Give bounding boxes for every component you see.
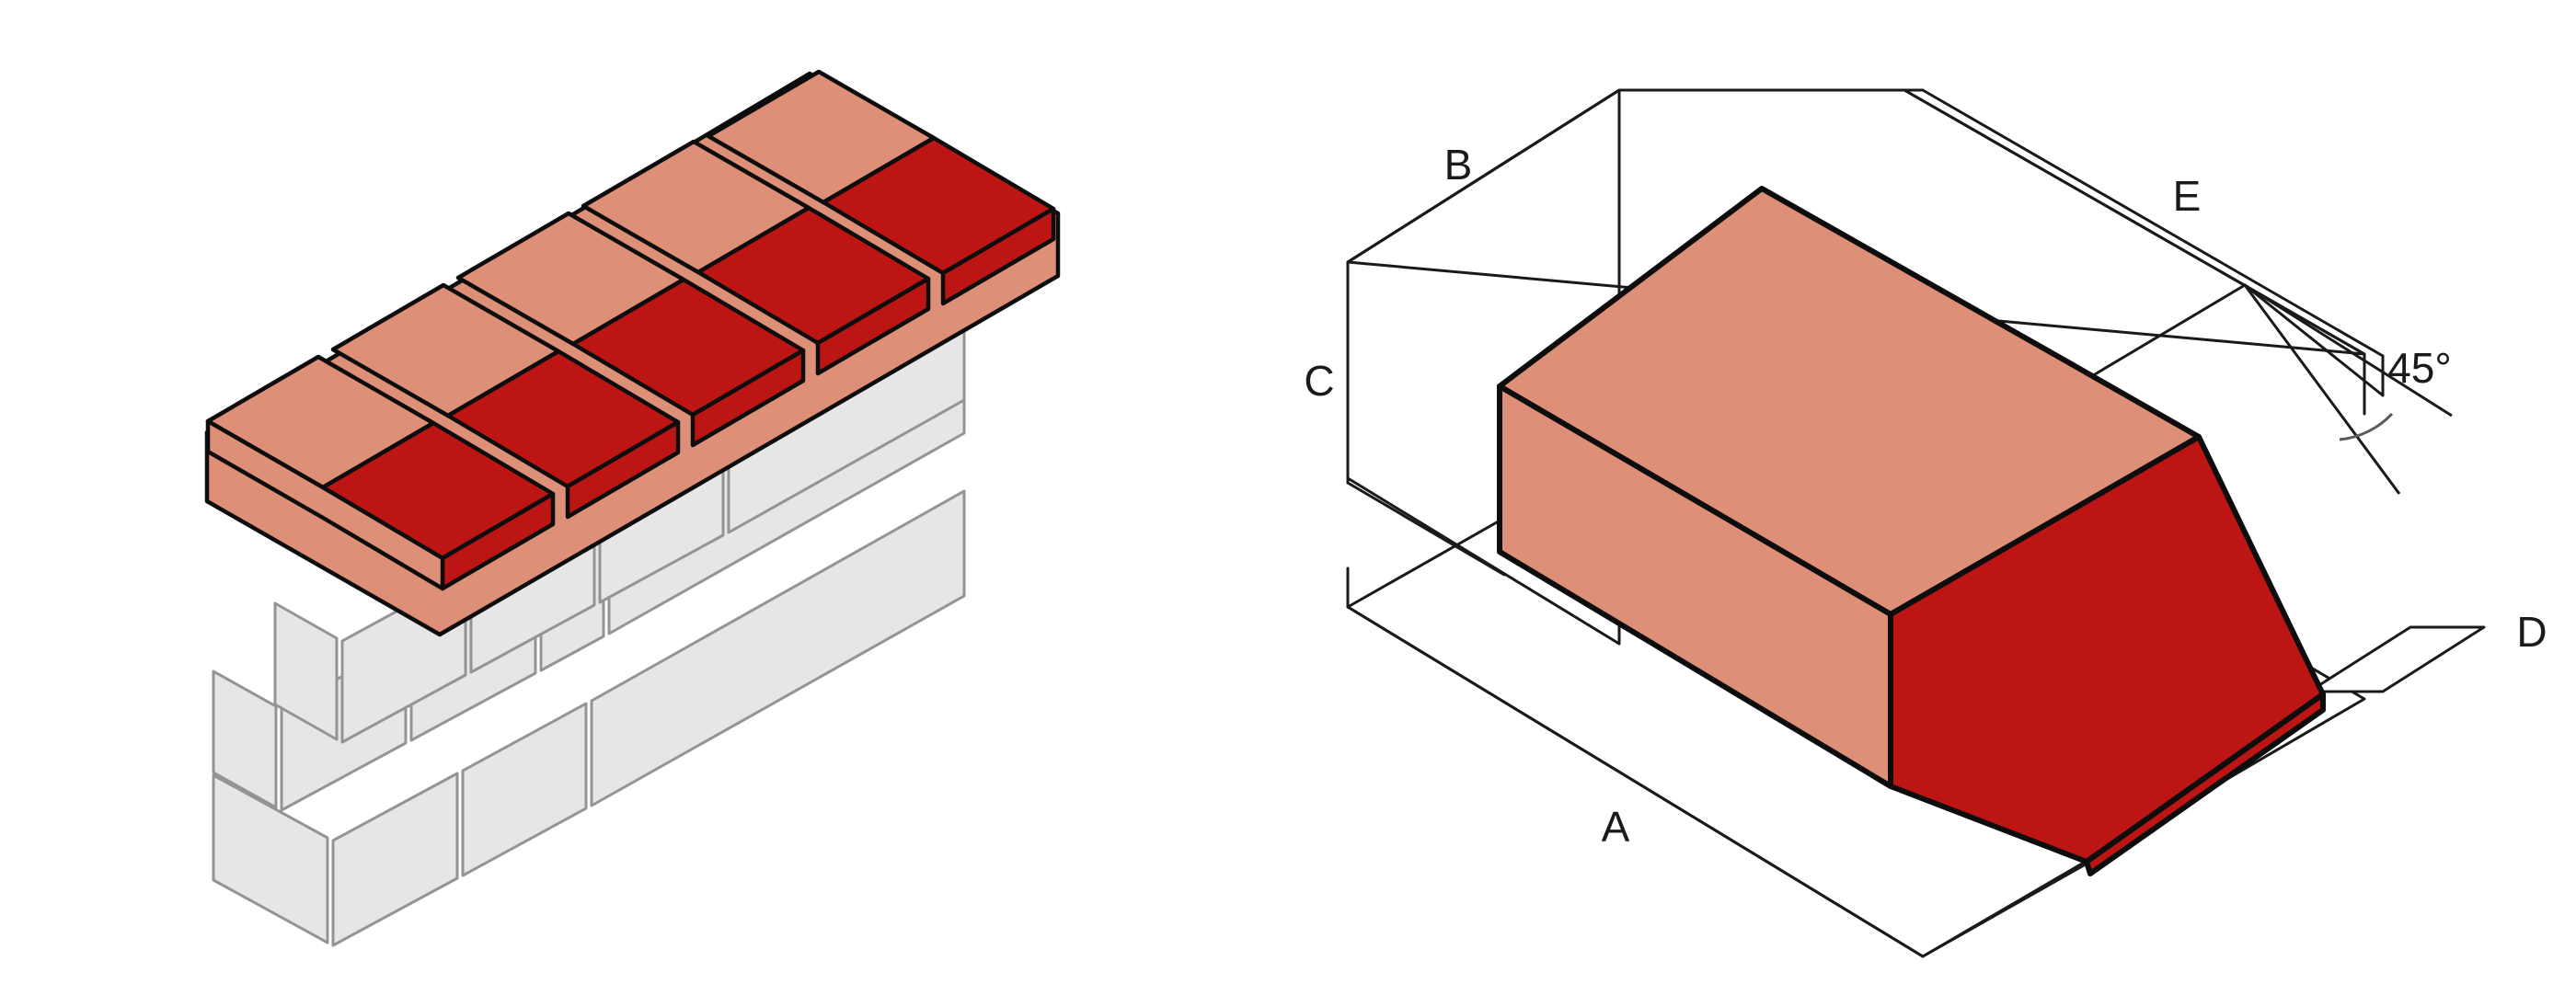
solid-brick-bevel-face xyxy=(1888,434,2326,864)
solid-brick-bevel-edge xyxy=(2084,692,2326,876)
angle-label-45-degrees: 45° xyxy=(2387,344,2452,392)
coping-brick xyxy=(706,69,1056,306)
angle-ray-upper xyxy=(2244,283,2453,418)
coping-brick-left-end xyxy=(205,418,445,591)
wall-brick xyxy=(212,669,278,809)
wall-brick xyxy=(273,601,339,741)
edge-bevel-construction xyxy=(2088,283,2247,379)
coping-course xyxy=(204,69,1061,637)
coping-brick-end xyxy=(940,206,1056,306)
edge-b-inner xyxy=(1346,481,1506,577)
left-illustration xyxy=(204,69,1061,947)
label-c: C xyxy=(1304,357,1334,405)
wireframe-right-edge xyxy=(1903,88,2366,416)
angle-arc xyxy=(2339,412,2394,441)
dimension-d-edge xyxy=(2307,625,2486,693)
wall-brick xyxy=(212,773,329,944)
coping-brick xyxy=(205,354,556,591)
coping-brick-end xyxy=(815,276,931,376)
edge-e xyxy=(1921,88,2385,358)
edge-a2 xyxy=(1921,860,2092,958)
label-e: E xyxy=(2173,172,2202,220)
wall-brick xyxy=(590,489,966,807)
edge-a xyxy=(1346,605,1925,958)
coping-brick xyxy=(330,282,681,520)
coping-brick-end xyxy=(565,419,681,520)
wall-brick xyxy=(331,772,459,947)
right-illustration: A B C D E 45° xyxy=(1304,88,2547,958)
wireframe-edges xyxy=(1346,88,2385,958)
wall-brick xyxy=(461,702,588,877)
edge-bevel-construction-2 xyxy=(2243,283,2385,397)
coping-brick-end xyxy=(690,348,806,448)
edge-b-top xyxy=(1346,88,1925,264)
label-d: D xyxy=(2516,608,2547,656)
solid-brick xyxy=(1497,186,2326,876)
label-a: A xyxy=(1602,803,1630,851)
coping-brick xyxy=(581,139,931,376)
dimension-labels: A B C D E 45° xyxy=(1304,141,2547,851)
angle-ray-lower xyxy=(2243,284,2401,495)
angle-annotation-group xyxy=(2243,283,2453,495)
d-edge-strip xyxy=(2307,625,2486,693)
coping-brick xyxy=(455,211,806,448)
label-b: B xyxy=(1444,141,1473,189)
